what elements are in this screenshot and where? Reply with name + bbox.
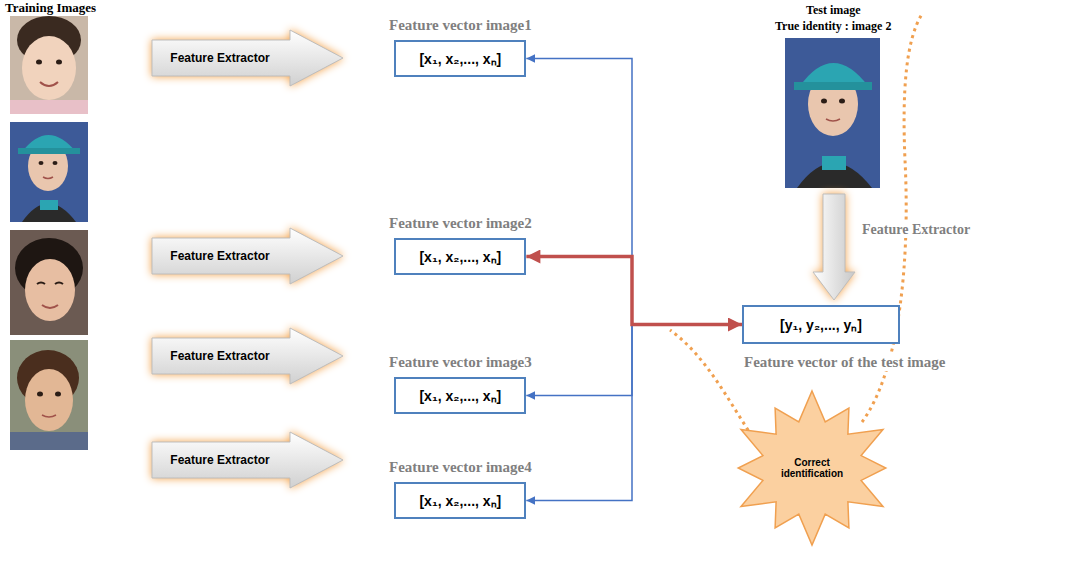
extractor-arrow: Feature Extractor (150, 28, 345, 88)
arrow-text-holder: Feature Extractor (150, 326, 290, 386)
vector-heading: Feature vector of the test image (742, 354, 947, 371)
eye (36, 60, 42, 65)
mouth (42, 415, 56, 417)
feature-vector-node: Feature vector image1 [x₁, x₂,..., xₙ] (387, 17, 534, 77)
vector-heading: Feature vector image3 (387, 354, 534, 371)
vector-text: [x₁, x₂,..., xₙ] (419, 388, 501, 404)
mouth (43, 177, 53, 179)
feature-vector-box: [x₁, x₂,..., xₙ] (394, 482, 526, 519)
vector-heading: Feature vector image2 (387, 215, 534, 232)
comparison-connector (526, 325, 742, 501)
arrow-outline (152, 30, 343, 86)
scarf (822, 156, 846, 170)
hat-brim (18, 148, 80, 154)
test-photo (785, 38, 880, 188)
vector-text: [x₁, x₂,..., xₙ] (419, 249, 501, 265)
feature-vector-node: Feature vector image3 [x₁, x₂,..., xₙ] (387, 354, 534, 414)
eye (56, 60, 62, 65)
process-label: Feature Extractor (170, 453, 269, 467)
identity-note: True identity : image 2 (773, 19, 893, 34)
photo-background (10, 230, 88, 335)
eye (55, 283, 63, 285)
vector-text: [x₁, x₂,..., xₙ] (419, 493, 501, 509)
starburst-outline (738, 391, 886, 545)
eye (53, 161, 58, 165)
comparison-connector (526, 325, 742, 396)
vector-heading: Feature vector image4 (387, 459, 534, 476)
comparison-connector (526, 59, 742, 325)
hat-brim (794, 82, 872, 90)
clothes (10, 100, 88, 114)
eye (37, 392, 43, 397)
section-title: Test image (804, 3, 863, 18)
vector-text: [x₁, x₂,..., xₙ] (419, 51, 501, 67)
result-starburst: Correct identification (727, 388, 897, 548)
dotted-leader (670, 330, 752, 436)
starburst-text-holder: Correct identification (727, 388, 897, 548)
photo-background (10, 340, 88, 450)
eye (39, 161, 44, 165)
process-label: Feature Extractor (170, 349, 269, 363)
mouth (40, 82, 58, 86)
section-title: Training Images (3, 0, 98, 16)
feature-vector-node: [y₁, y₂,..., yₙ] Feature vector of the te… (742, 305, 947, 371)
eye (821, 99, 827, 104)
training-photo (10, 230, 88, 335)
extractor-arrow: Feature Extractor (150, 326, 345, 386)
feature-vector-box: [x₁, x₂,..., xₙ] (394, 40, 526, 77)
feature-vector-box: [x₁, x₂,..., xₙ] (394, 377, 526, 414)
face (22, 36, 76, 100)
arrow-outline (152, 432, 343, 488)
match-connector (526, 257, 742, 325)
arrow-text-holder: Feature Extractor (150, 226, 290, 286)
training-photo (10, 340, 88, 450)
training-photo (10, 122, 88, 222)
feature-vector-box: [y₁, y₂,..., yₙ] (742, 305, 900, 344)
photo-background (785, 38, 880, 188)
training-photo (10, 14, 88, 114)
process-label: Feature Extractor (170, 249, 269, 263)
photo-background (10, 122, 88, 222)
feature-vector-node: Feature vector image4 [x₁, x₂,..., xₙ] (387, 459, 534, 519)
feature-vector-node: Feature vector image2 [x₁, x₂,..., xₙ] (387, 215, 534, 275)
face (25, 369, 73, 431)
arrow-outline (152, 228, 343, 284)
extractor-arrow: Feature Extractor (150, 430, 345, 490)
eye (37, 283, 45, 285)
eye (839, 99, 845, 104)
mouth (826, 119, 840, 121)
vector-heading: Feature vector image1 (387, 17, 534, 34)
photo-background (10, 14, 88, 114)
arrow-text-holder: Feature Extractor (150, 28, 290, 88)
vector-text: [y₁, y₂,..., yₙ] (780, 317, 862, 333)
clothes (10, 432, 88, 450)
eye (55, 392, 61, 397)
mouth (42, 305, 58, 308)
feature-vector-box: [x₁, x₂,..., xₙ] (394, 238, 526, 275)
extractor-arrow (813, 194, 855, 300)
result-label: Correct identification (775, 457, 849, 479)
scarf (40, 200, 58, 210)
arrow-outline (152, 328, 343, 384)
process-label: Feature Extractor (170, 51, 269, 65)
extractor-arrow: Feature Extractor (150, 226, 345, 286)
face (25, 259, 75, 321)
arrow-text-holder: Feature Extractor (150, 430, 290, 490)
process-label: Feature Extractor (860, 222, 972, 238)
